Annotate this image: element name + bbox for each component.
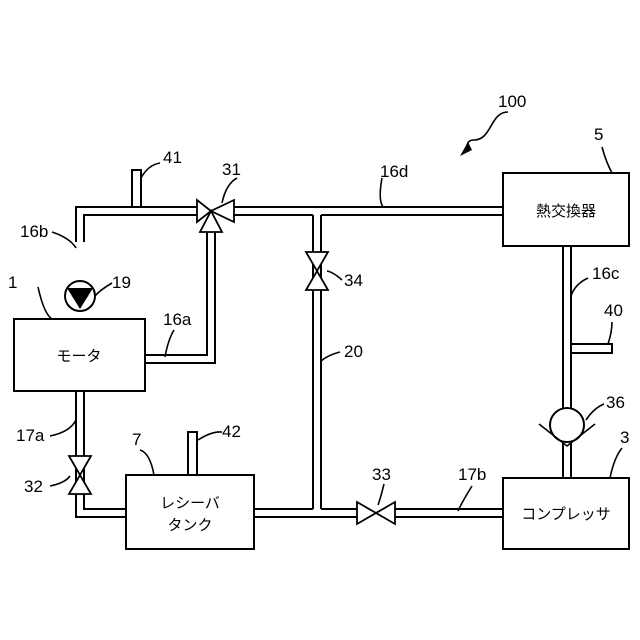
valve-33 [357,502,395,524]
ref-41: 41 [163,148,182,167]
ref-32: 32 [24,477,43,496]
ref-3: 3 [620,428,629,447]
ref-33: 33 [372,465,391,484]
motor-label: モータ [56,347,101,365]
ref-17a: 17a [16,426,45,445]
pipe-17a [76,391,126,517]
pump-19 [65,281,95,311]
motor-unit: モータ [14,319,145,391]
ref-7: 7 [132,430,141,449]
figure-arrow [460,112,508,156]
ref-42: 42 [222,422,241,441]
ref-100: 100 [498,92,526,111]
ref-16a: 16a [163,310,192,329]
compressor-unit: コンプレッサ [503,478,629,549]
ref-31: 31 [222,160,241,179]
valve-34 [306,252,328,290]
ref-40: 40 [604,301,623,320]
valve-31-three-way [197,200,234,232]
sensor-41-stub [132,170,141,207]
receiver-label-line2: タンク [167,516,212,534]
valve-32 [69,456,91,494]
sensor-40-stub [571,344,612,353]
heat-exchanger-label: 熱交換器 [536,202,596,220]
receiver-label-line1: レシーバ [160,494,220,512]
ref-5: 5 [594,125,603,144]
pipe-17b [395,509,503,517]
pipe-16b [76,207,197,242]
pipe-16d [234,207,503,215]
reference-numerals: 100 5 41 31 16d 16b 1 19 34 16c 16a 40 2… [8,92,629,496]
ref-16d: 16d [380,162,408,181]
compressor-label: コンプレッサ [521,505,611,523]
ref-19: 19 [112,273,131,292]
ref-17b: 17b [458,465,486,484]
ref-36: 36 [606,393,625,412]
sensor-42-stub [188,432,197,475]
receiver-tank-unit: レシーバ タンク [126,475,254,549]
ref-20: 20 [344,342,363,361]
pipe-receiver-out [254,509,357,517]
ref-16c: 16c [592,264,620,283]
ref-1: 1 [8,273,17,292]
ref-34: 34 [344,271,363,290]
pipe-16a [145,232,215,363]
heat-exchanger-unit: 熱交換器 [503,173,629,246]
ref-16b: 16b [20,222,48,241]
